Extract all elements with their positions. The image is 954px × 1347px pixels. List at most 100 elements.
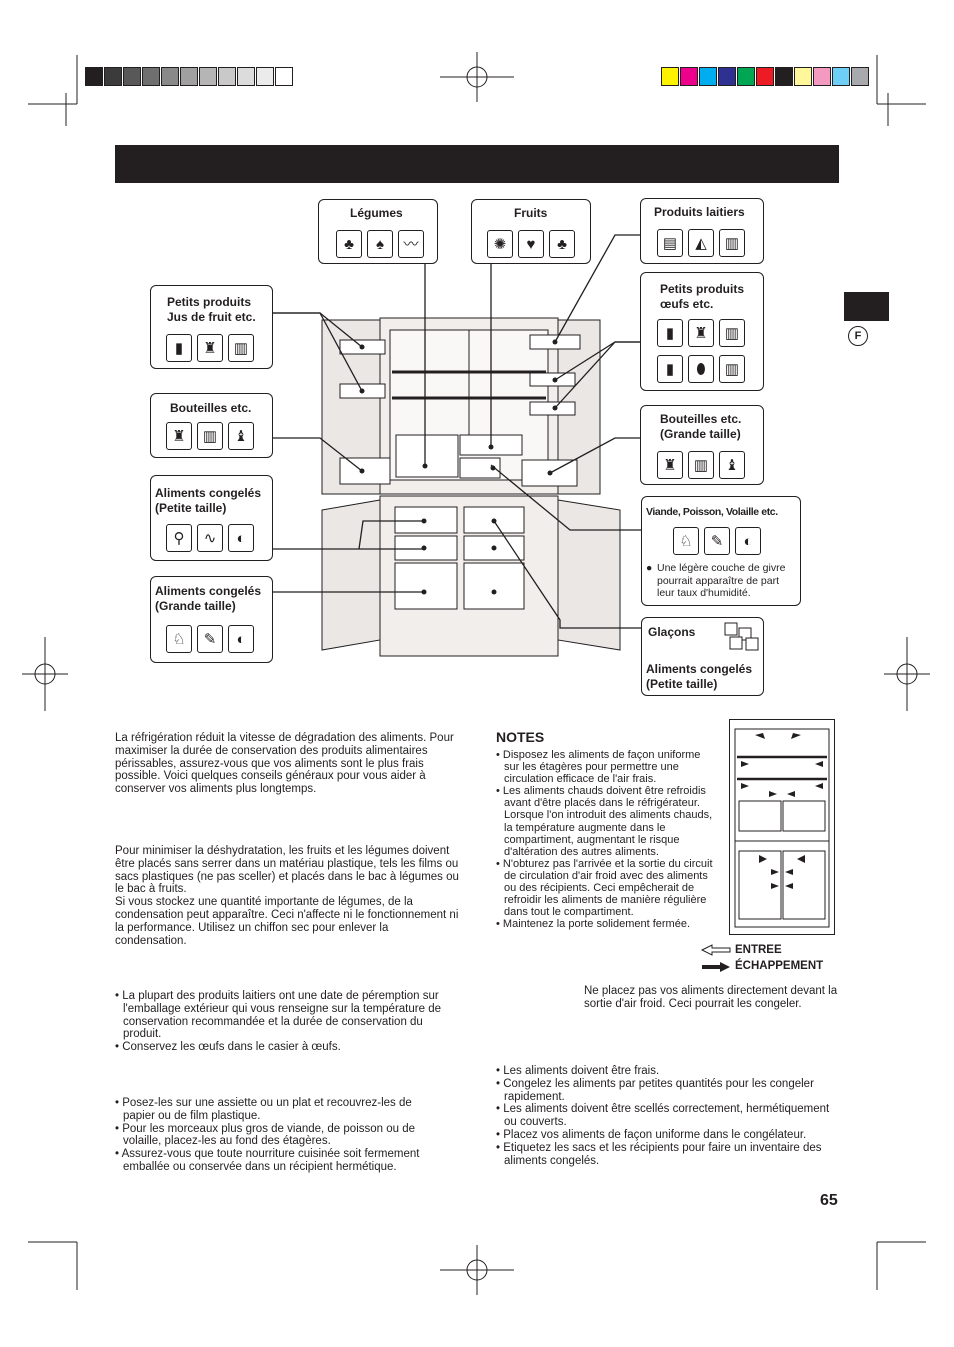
glacons-label: Glaçons	[648, 625, 696, 639]
bouteilles-grande-box: Bouteilles etc. (Grande taille) ♜▥♝	[640, 405, 764, 485]
chicken-leg-icon: ⚲	[166, 524, 192, 552]
bottle-icon: ♜	[197, 334, 223, 362]
page-number: 65	[820, 1192, 838, 1209]
color-swatch	[680, 67, 698, 86]
bottle-icon: ♜	[166, 422, 192, 450]
poultry-icon: ♘	[166, 625, 192, 653]
shrimp-icon: ∿	[197, 524, 223, 552]
viande-label: Viande, Poisson, Volaille etc.	[646, 506, 778, 518]
egg-icon: ⬮	[688, 355, 714, 383]
color-swatch	[161, 67, 179, 86]
list-item: • Maintenez la porte solidement fermée.	[496, 918, 691, 931]
airflow-diagram	[729, 719, 835, 935]
fish-icon: ◐	[228, 625, 254, 653]
color-swatch	[794, 67, 812, 86]
list-item: • Les aliments doivent être scellés corr…	[496, 1103, 830, 1129]
laitiers-list: • La plupart des produits laitiers ont u…	[115, 990, 460, 1054]
list-item: • La plupart des produits laitiers ont u…	[115, 990, 441, 1041]
bouteilles-icons: ♜▥♝	[166, 422, 254, 450]
wine-bottle-icon: ♝	[228, 422, 254, 450]
jus-de-fruit-label: Jus de fruit etc.	[167, 310, 256, 324]
wine-bottle-icon: ♝	[719, 451, 745, 479]
list-item: • Congelez les aliments par petites quan…	[496, 1077, 814, 1103]
color-swatch	[756, 67, 774, 86]
color-swatch	[832, 67, 850, 86]
laitiers-icons: ▤◭▥	[657, 229, 745, 257]
title-bar	[115, 145, 839, 183]
fish-icon: ◐	[228, 524, 254, 552]
jug-icon: ♜	[657, 451, 683, 479]
carton-icon: ▥	[688, 451, 714, 479]
produits-laitiers-label: Produits laitiers	[654, 205, 745, 219]
cheese-icon: ◭	[688, 229, 714, 257]
fruits-legumes-paragraph: Pour minimiser la déshydratation, les fr…	[115, 845, 460, 947]
petits-produits-label: Petits produits	[660, 282, 745, 296]
fridge-illustration	[321, 317, 621, 657]
oeufs-icons-row1: ▮♜▥	[657, 319, 745, 347]
can-icon: ▮	[657, 355, 683, 383]
viande-note-text: Une légère couche de givre pourrait appa…	[657, 562, 786, 599]
petits-produits-label: Petits produits	[167, 295, 252, 309]
color-swatch	[85, 67, 103, 86]
viandes-list: • Posez-les sur une assiette ou un plat …	[115, 1097, 445, 1174]
legumes-icons: ♣♠〰	[336, 230, 424, 258]
bouteilles-box: Bouteilles etc. ♜▥♝	[150, 393, 273, 458]
echappement-label: ÉCHAPPEMENT	[735, 960, 824, 972]
congelation-list: • Les aliments doivent être frais.• Cong…	[496, 1065, 841, 1167]
bouteilles-grande-label-1: Bouteilles etc.	[660, 412, 742, 426]
can-icon: ▮	[657, 319, 683, 347]
congeles-petite-box: Aliments congelés (Petite taille) ⚲∿◐	[150, 475, 273, 561]
congeles-grande-label-1: Aliments congelés	[155, 584, 262, 598]
congeles-grande-icons: ♘✎◐	[166, 625, 254, 653]
glacons-box: Glaçons Aliments congelés (Petite taille…	[641, 617, 764, 696]
list-item: • N'obturez pas l'arrivée et la sortie d…	[496, 857, 713, 919]
milk-carton-icon: ▥	[719, 229, 745, 257]
fruits-label: Fruits	[514, 206, 548, 220]
orange-slice-icon: ✺	[487, 230, 513, 258]
notes-list: • Disposez les aliments de façon uniform…	[496, 749, 718, 930]
petits-produits-oeufs-box: Petits produits œufs etc. ▮♜▥ ▮⬮▥	[640, 272, 764, 391]
viande-note: ● Une légère couche de givre pourrait ap…	[646, 562, 796, 600]
color-swatch	[275, 67, 293, 86]
legumes-label: Légumes	[350, 206, 403, 220]
viande-box: Viande, Poisson, Volaille etc. ♘✎◐ ● Une…	[641, 496, 801, 606]
carton-icon: ▥	[228, 334, 254, 362]
bottle-icon: ♜	[688, 319, 714, 347]
list-item: • Assurez-vous que toute nourriture cuis…	[115, 1148, 420, 1173]
color-swatch	[718, 67, 736, 86]
carton-icon: ▥	[719, 355, 745, 383]
oeufs-icons-row2: ▮⬮▥	[657, 355, 745, 383]
yogurt-icon: ▤	[657, 229, 683, 257]
list-item: • Les aliments doivent être frais.	[496, 1065, 660, 1077]
congeles-petite-label-2: (Petite taille)	[155, 501, 227, 515]
can-icon: ▮	[166, 334, 192, 362]
color-swatch	[661, 67, 679, 86]
list-item: • Les aliments chauds doivent être refro…	[496, 785, 713, 858]
color-swatch	[142, 67, 160, 86]
list-item: • Placez vos aliments de façon uniforme …	[496, 1128, 807, 1141]
produits-laitiers-box: Produits laitiers ▤◭▥	[640, 198, 764, 264]
fruits-box: Fruits ✺♥♣	[471, 199, 591, 264]
echappement-arrow-icon	[702, 962, 730, 972]
color-swatch	[737, 67, 755, 86]
color-swatch	[123, 67, 141, 86]
color-swatch	[237, 67, 255, 86]
language-tab	[844, 292, 889, 321]
intro-paragraph: La réfrigération réduit la vitesse de dé…	[115, 732, 454, 796]
viande-icons: ♘✎◐	[673, 527, 761, 555]
language-letter: F	[848, 326, 868, 346]
bouteilles-grande-label-2: (Grande taille)	[660, 427, 741, 441]
strawberry-icon: ♥	[518, 230, 544, 258]
entree-arrow-icon	[700, 944, 731, 956]
color-swatch	[218, 67, 236, 86]
fruits-legumes-p2: Si vous stockez une quantité importante …	[115, 896, 459, 947]
glacons-congeles-label-2: (Petite taille)	[646, 677, 718, 691]
notes-title: NOTES	[496, 729, 545, 745]
fish-icon: ◐	[735, 527, 761, 555]
pepper-icon: ♠	[367, 230, 393, 258]
entree-label: ENTREE	[735, 944, 782, 956]
broccoli-icon: ♣	[336, 230, 362, 258]
bouteilles-label: Bouteilles etc.	[170, 401, 252, 415]
